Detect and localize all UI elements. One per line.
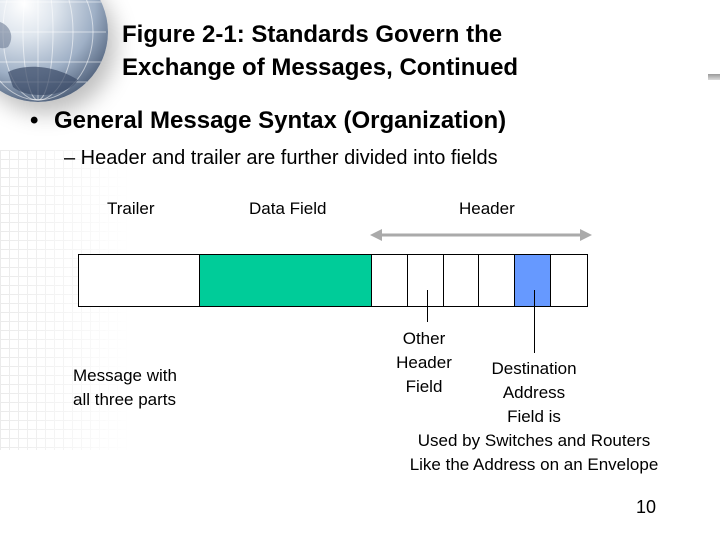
decorative-bar [708, 74, 720, 80]
header-field-segment [551, 255, 587, 306]
destination-line-4: Used by Switches and Routers [417, 431, 651, 450]
other-field-line-3: Field [405, 377, 443, 396]
other-header-field-caption: Other Header Field [384, 327, 464, 399]
destination-pointer [534, 290, 535, 353]
title-line-1: Figure 2-1: Standards Govern the [122, 21, 503, 48]
destination-line-1: Destination [491, 359, 577, 378]
bullet-sub: – Header and trailer are further divided… [64, 147, 498, 169]
other-field-line-1: Other [402, 329, 446, 348]
trailer-segment [79, 255, 200, 306]
destination-line-5: Like the Address on an Envelope [409, 455, 659, 474]
message-caption-line-1: Message with [73, 366, 177, 385]
other-field-pointer [427, 290, 428, 322]
header-field-segment [443, 255, 480, 306]
other-field-line-2: Header [396, 353, 452, 372]
slide-title: Figure 2-1: Standards Govern the Exchang… [122, 18, 518, 84]
bullet-main-text: General Message Syntax (Organization) [54, 107, 507, 134]
globe-icon [0, 0, 108, 102]
header-field-segment [479, 255, 516, 306]
other-header-field-segment [407, 255, 444, 306]
page-number: 10 [636, 497, 657, 517]
bullet-marker: • [30, 107, 39, 134]
title-line-2: Exchange of Messages, Continued [122, 54, 519, 81]
header-span-arrow-icon [370, 229, 592, 241]
header-label: Header [459, 199, 515, 218]
trailer-label: Trailer [107, 199, 155, 218]
message-bar [78, 254, 588, 307]
data-field-label: Data Field [249, 199, 327, 218]
header-field-segment [371, 255, 408, 306]
data-field-segment [199, 255, 372, 306]
destination-line-3: Field is [507, 407, 561, 426]
message-caption-line-2: all three parts [73, 390, 176, 409]
destination-address-segment [515, 255, 552, 306]
destination-line-2: Address [502, 383, 566, 402]
message-caption: Message with all three parts [73, 364, 177, 412]
bullet-main: • General Message Syntax (Organization) [30, 106, 506, 136]
destination-caption: Destination Address Field is Used by Swi… [380, 357, 688, 477]
